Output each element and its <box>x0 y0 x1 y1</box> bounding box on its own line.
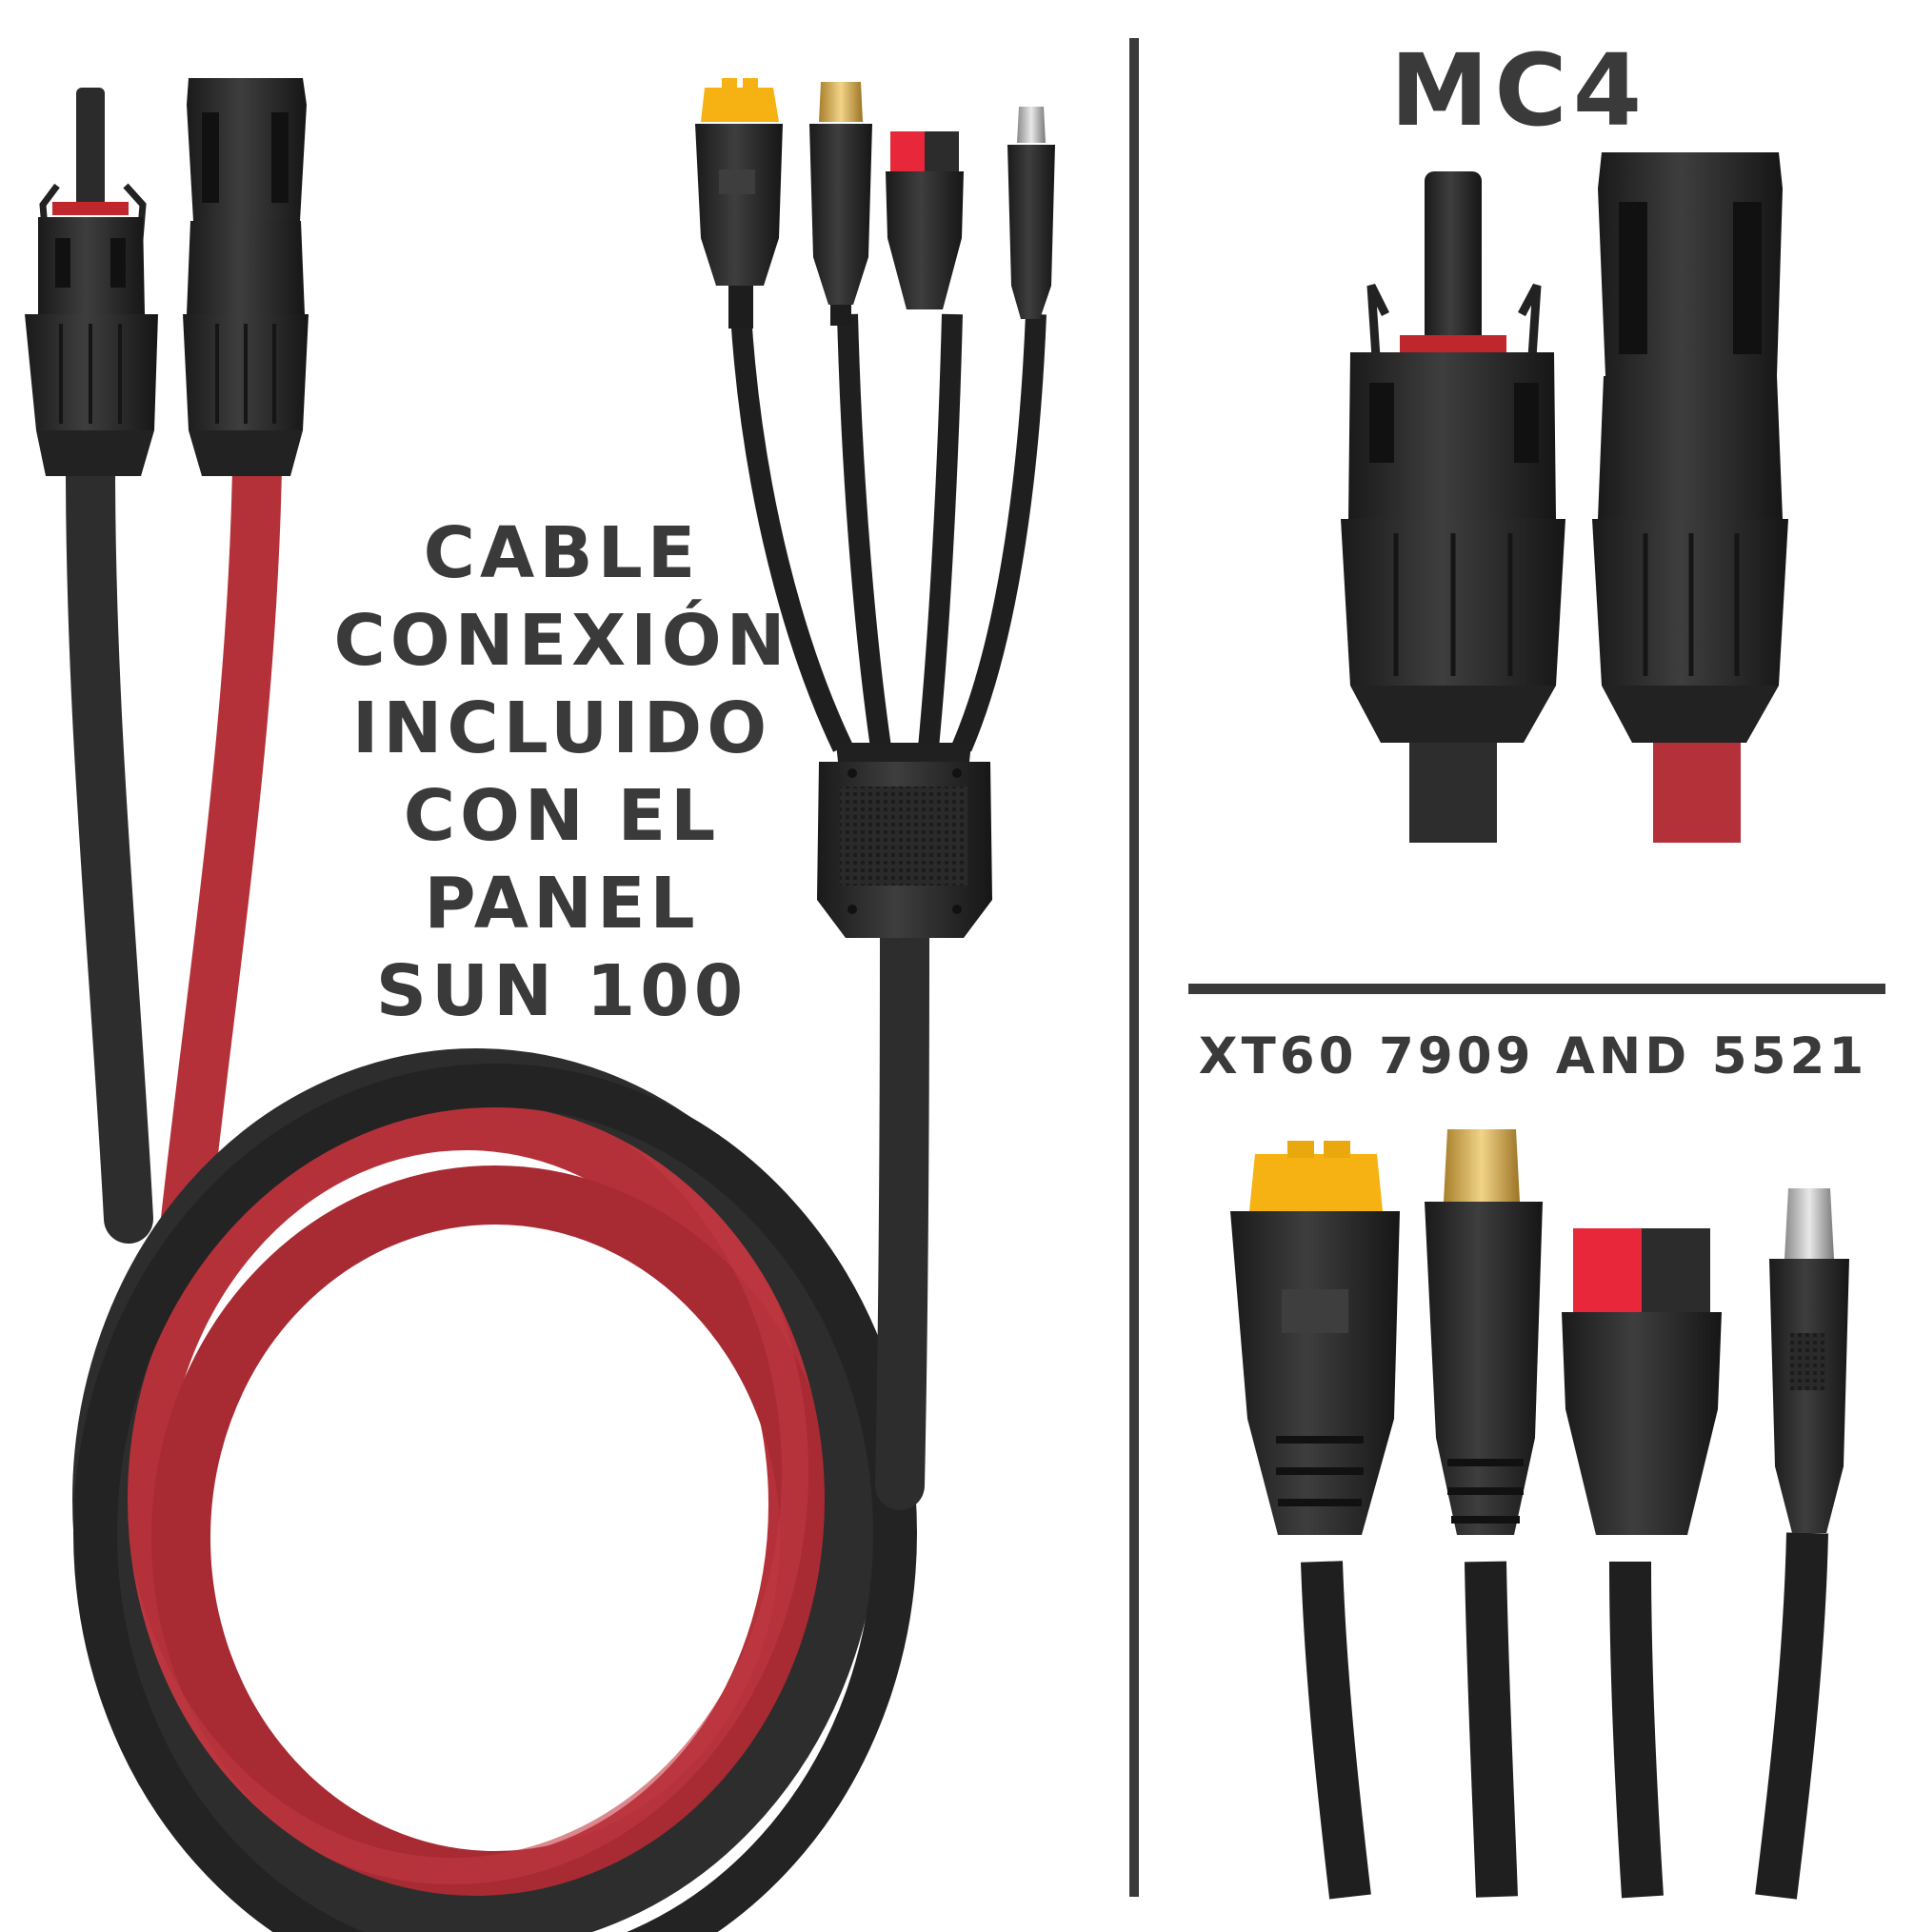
vertical-divider <box>1129 38 1139 1897</box>
dc-5521-plug-icon <box>1007 107 1055 319</box>
y-splitter-icon <box>730 313 1047 938</box>
caption-line-3: INCLUIDO <box>351 687 772 769</box>
caption-line-1: CABLE <box>423 512 701 594</box>
caption-line-6: SUN 100 <box>375 950 748 1032</box>
connectors-closeup <box>1230 1129 1849 1900</box>
dc-7909-plug-icon <box>809 82 872 326</box>
horizontal-divider <box>1188 984 1885 994</box>
main-caption: CABLE CONEXIÓN INCLUIDO CON EL PANEL SUN… <box>295 509 828 1035</box>
mc4-title: MC4 <box>1389 32 1648 149</box>
mc4-male-connector-icon <box>25 88 158 476</box>
caption-line-5: PANEL <box>424 863 700 945</box>
anderson-connector-icon <box>886 131 964 309</box>
caption-line-2: CONEXIÓN <box>333 600 790 682</box>
cable-coil-icon <box>66 442 929 1932</box>
mc4-closeup <box>1341 152 1788 843</box>
mc4-female-connector-icon <box>183 78 309 476</box>
connectors-title: XT60 7909 AND 5521 <box>1198 1027 1868 1086</box>
caption-line-4: CON EL <box>403 775 721 857</box>
xt60-connector-icon <box>695 78 783 329</box>
